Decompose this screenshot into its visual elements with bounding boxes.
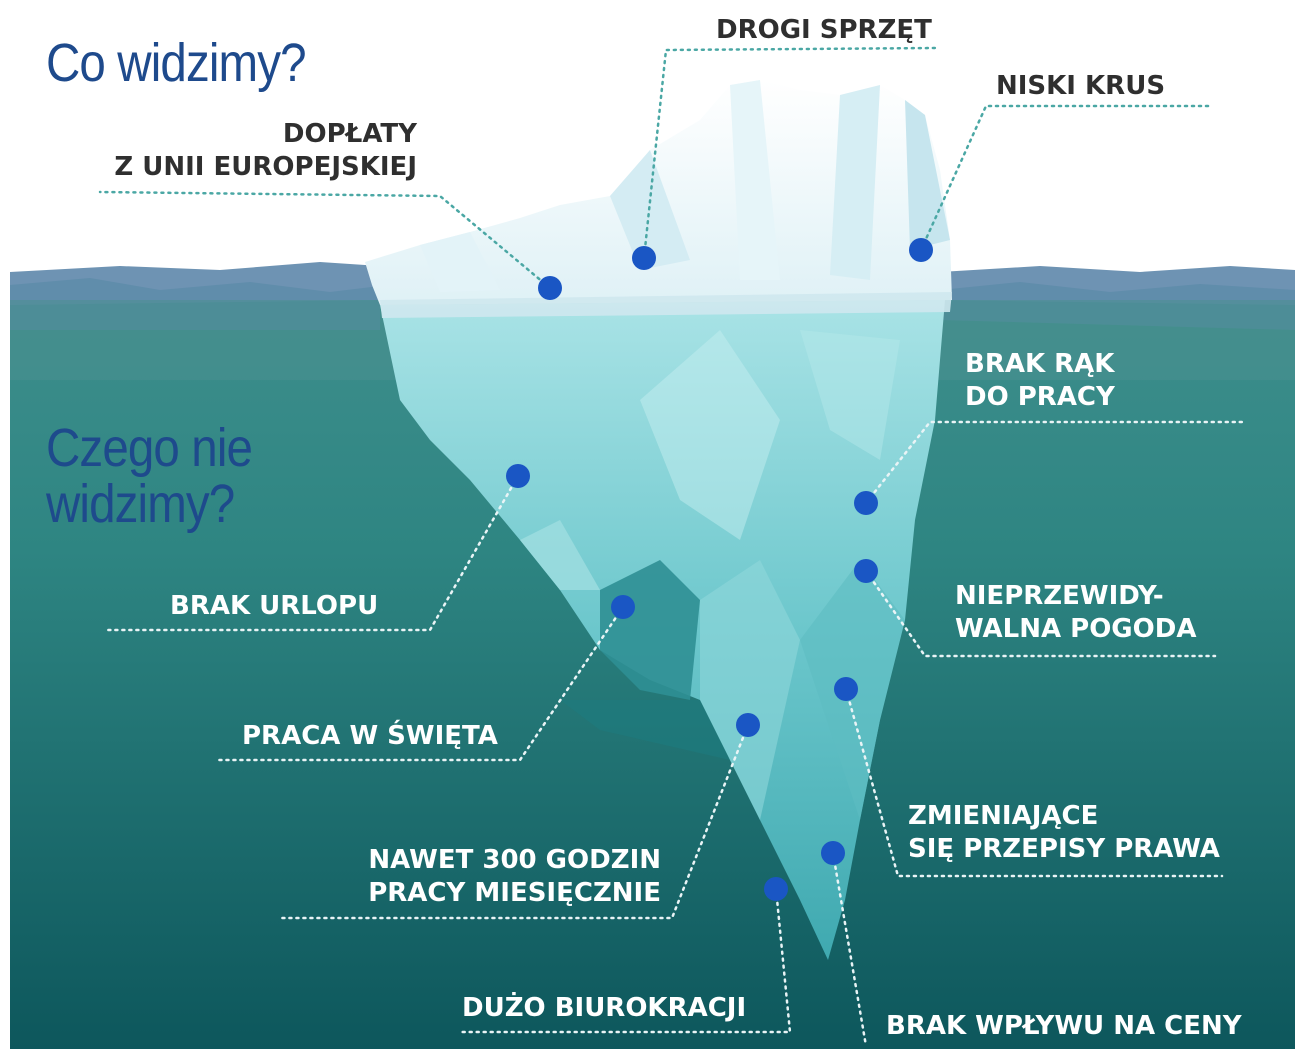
marker-unpredictable-weather — [854, 559, 878, 583]
marker-eu-subsidies — [538, 276, 562, 300]
marker-holiday-work — [611, 595, 635, 619]
label-eu-subsidies: DOPŁATY Z UNII EUROPEJSKIEJ — [114, 119, 417, 182]
heading-hidden: Czego nie widzimy? — [46, 418, 253, 534]
connector-no-vacation — [106, 474, 520, 632]
marker-changing-laws — [834, 677, 858, 701]
marker-labor-shortage — [854, 491, 878, 515]
connector-expensive-equipment — [642, 46, 938, 260]
connector-low-krus — [919, 104, 1212, 252]
connector-lines-above — [98, 46, 1212, 290]
label-no-price-influence: BRAK WPŁYWU NA CENY — [886, 1011, 1242, 1041]
connector-holiday-work — [216, 605, 625, 762]
connector-eu-subsidies — [98, 190, 552, 290]
connector-lines — [106, 420, 1247, 1048]
label-low-krus: NISKI KRUS — [996, 71, 1166, 101]
heading-visible: Co widzimy? — [46, 33, 307, 93]
marker-working-hours — [736, 713, 760, 737]
connector-no-price-influence — [831, 851, 868, 1048]
marker-no-price-influence — [821, 841, 845, 865]
connector-unpredictable-weather — [864, 569, 1217, 658]
connector-changing-laws — [844, 687, 1224, 878]
marker-low-krus — [909, 238, 933, 262]
marker-no-vacation — [506, 464, 530, 488]
label-holiday-work: PRACA W ŚWIĘTA — [242, 721, 498, 751]
label-expensive-equipment: DROGI SPRZĘT — [716, 15, 932, 45]
connector-bureaucracy — [460, 887, 792, 1034]
label-working-hours: NAWET 300 GODZIN PRACY MIESIĘCZNIE — [368, 845, 661, 908]
marker-expensive-equipment — [632, 246, 656, 270]
markers — [506, 238, 933, 901]
label-labor-shortage: BRAK RĄK DO PRACY — [965, 349, 1115, 412]
label-unpredictable-weather: NIEPRZEWIDY- WALNA POGODA — [955, 581, 1197, 644]
label-changing-laws: ZMIENIAJĄCE SIĘ PRZEPISY PRAWA — [908, 801, 1220, 864]
label-no-vacation: BRAK URLOPU — [170, 591, 379, 621]
connector-working-hours — [278, 723, 750, 920]
label-bureaucracy: DUŻO BIUROKRACJI — [462, 993, 747, 1023]
connector-labor-shortage — [864, 420, 1247, 505]
marker-bureaucracy — [764, 877, 788, 901]
